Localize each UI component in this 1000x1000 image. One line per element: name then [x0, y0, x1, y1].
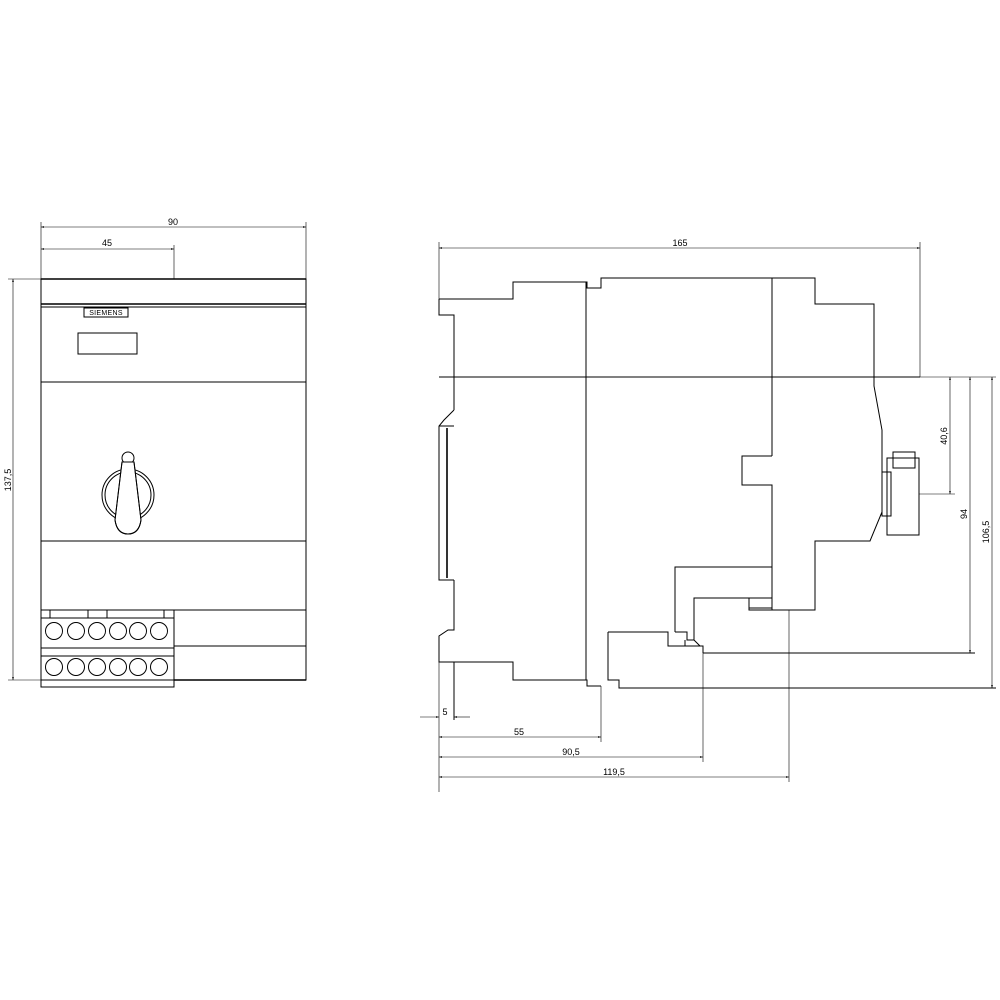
terminal-block-top	[40, 609, 175, 649]
rotary-handle	[101, 451, 155, 535]
dim-94: 94	[955, 376, 975, 653]
dim-label-90-5: 90,5	[562, 747, 580, 757]
dim-front-width: 90	[40, 217, 307, 279]
mounting-knob	[881, 451, 920, 536]
dim-label-40-6: 40,6	[939, 427, 949, 445]
dim-label-165: 165	[672, 238, 687, 248]
dim-label-137-5: 137,5	[3, 469, 13, 492]
dim-front-height: 137,5	[3, 278, 41, 681]
terminal-block-bottom	[40, 647, 175, 688]
dim-106-5: 106,5	[975, 376, 996, 688]
dim-90-5: 90,5	[439, 653, 704, 762]
dim-55: 55	[439, 686, 602, 742]
dim-label-55: 55	[514, 727, 524, 737]
display-window	[77, 332, 138, 355]
dim-rail-offset: 5	[420, 662, 470, 792]
side-outline	[439, 277, 883, 632]
brand-text: SIEMENS	[89, 310, 123, 317]
dim-side-depth: 165	[438, 238, 921, 377]
dim-119-5: 119,5	[439, 610, 790, 782]
dim-label-45: 45	[102, 238, 112, 248]
front-view: SIEMENS	[3, 217, 307, 688]
side-view: 165 5 55 90,5 119,5	[420, 238, 996, 792]
dim-label-90: 90	[168, 217, 178, 227]
dim-front-half-width: 45	[41, 238, 175, 279]
dim-label-94: 94	[959, 509, 969, 519]
dim-label-119-5: 119,5	[603, 767, 625, 777]
dim-label-106-5: 106,5	[981, 521, 991, 544]
dim-label-5: 5	[442, 707, 447, 717]
brand-label	[83, 307, 129, 318]
dim-40-6: 40,6	[919, 376, 955, 495]
